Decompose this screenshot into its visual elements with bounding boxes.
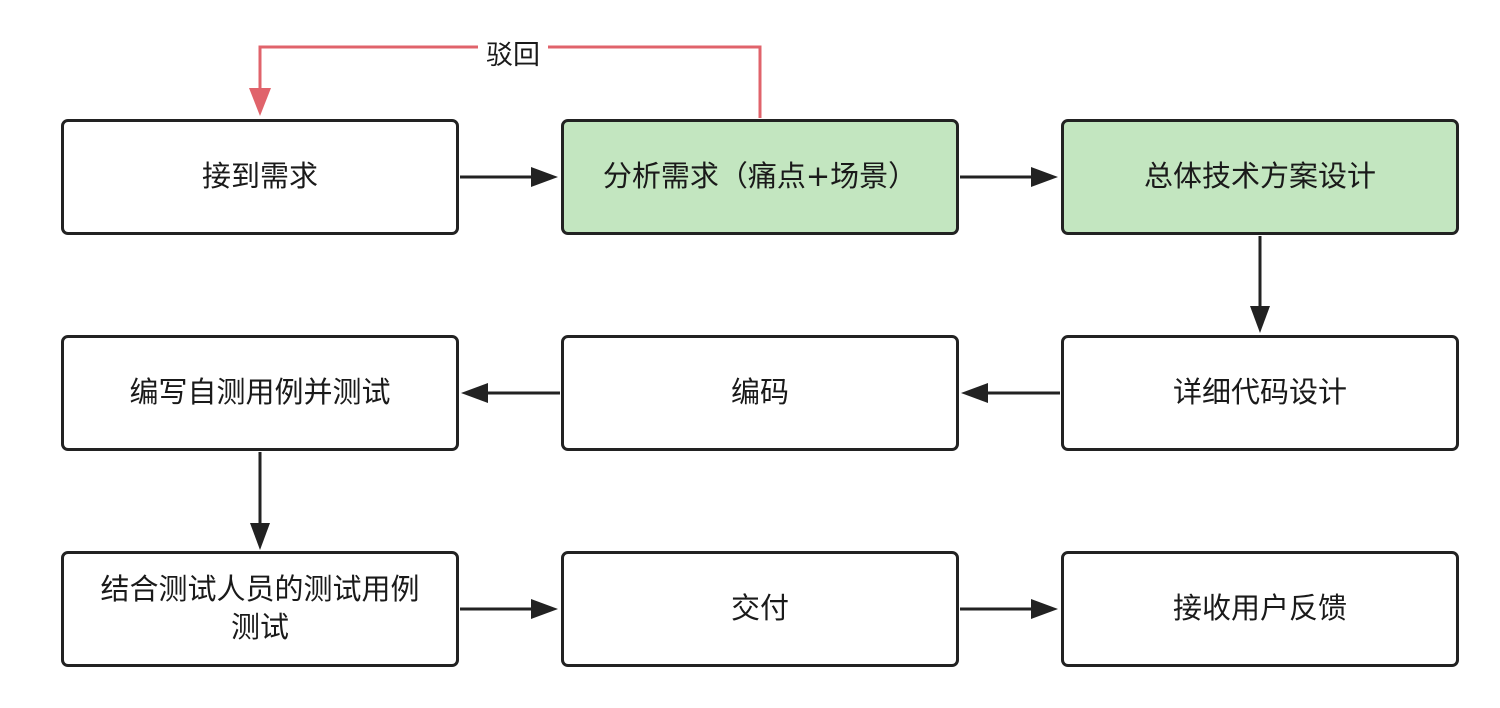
- node-overall-tech-design: 总体技术方案设计: [1061, 119, 1459, 235]
- arrow-analyze-to-design: [960, 167, 1058, 187]
- node-coding: 编码: [561, 335, 959, 451]
- node-self-test-label: 编写自测用例并测试: [129, 375, 391, 410]
- node-qa-test-label: 结合测试人员的测试用例测试: [100, 572, 420, 644]
- reject-arrow-head: [249, 88, 271, 116]
- reject-label-text: 驳回: [486, 39, 540, 71]
- arrow-receive-to-analyze: [460, 167, 558, 187]
- node-analyze-requirement-label: 分析需求（痛点+场景）: [602, 159, 918, 194]
- node-overall-tech-design-label: 总体技术方案设计: [1143, 159, 1376, 194]
- node-detailed-code-design: 详细代码设计: [1061, 335, 1459, 451]
- node-user-feedback-label: 接收用户反馈: [1172, 591, 1347, 626]
- node-delivery-label: 交付: [730, 591, 789, 626]
- reject-label: 驳回: [478, 34, 548, 71]
- node-receive-requirement: 接到需求: [61, 119, 459, 235]
- node-coding-label: 编码: [730, 375, 789, 410]
- arrow-delivery-to-feedback: [960, 599, 1058, 619]
- arrow-detail-to-coding: [961, 383, 1060, 403]
- node-user-feedback: 接收用户反馈: [1061, 551, 1459, 667]
- node-analyze-requirement: 分析需求（痛点+场景）: [561, 119, 959, 235]
- arrow-selftest-to-qatest: [250, 452, 270, 550]
- arrow-qatest-to-delivery: [460, 599, 558, 619]
- arrow-design-to-detail: [1250, 236, 1270, 333]
- node-detailed-code-design-label: 详细代码设计: [1172, 375, 1347, 410]
- arrow-coding-to-selftest: [461, 383, 560, 403]
- node-receive-requirement-label: 接到需求: [201, 159, 318, 194]
- node-delivery: 交付: [561, 551, 959, 667]
- node-qa-test: 结合测试人员的测试用例测试: [61, 551, 459, 667]
- node-self-test: 编写自测用例并测试: [61, 335, 459, 451]
